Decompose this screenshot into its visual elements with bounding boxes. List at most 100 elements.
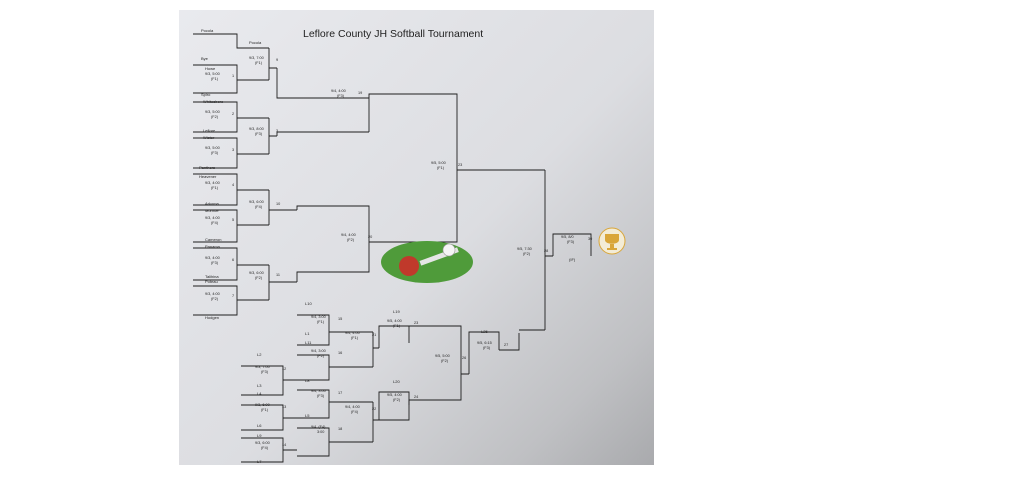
game-number: 5: [232, 218, 235, 222]
game-number: 13: [282, 405, 287, 409]
tournament-title: Leflore County JH Softball Tournament: [303, 28, 484, 40]
game-number: 18: [338, 427, 343, 431]
game-number: 7: [232, 294, 235, 298]
game-time: 9/5, 8/0: [561, 235, 574, 239]
bracket-lines: [193, 33, 592, 463]
loser-label: L11: [305, 340, 312, 345]
game-field: (F1): [351, 336, 358, 340]
game-number: 1: [232, 74, 235, 78]
game-field: (F3): [337, 94, 344, 98]
team-name: Whitesboro: [203, 99, 224, 104]
game-field: (F4): [261, 446, 268, 450]
if-game-label: (IF): [569, 257, 576, 262]
loser-label: L7: [257, 459, 262, 464]
game-field: (F1): [317, 320, 324, 324]
team-name: Poteau: [205, 279, 218, 284]
game-time: 9/3, 4:00: [205, 292, 220, 296]
game-number: 22: [372, 407, 377, 411]
softball-field-graphic: [381, 241, 473, 283]
game-field: (F3): [211, 261, 218, 265]
game-field: (F3): [317, 394, 324, 398]
game-field: (F2): [317, 354, 324, 358]
game-time: 9/3, 6:00: [249, 200, 264, 204]
team-name: Heavener: [199, 174, 217, 179]
bracket-photo: Leflore County JH Softball Tournament Po…: [179, 10, 654, 465]
team-name: Wister: [203, 135, 215, 140]
game-number: 26: [462, 356, 467, 360]
loser-label: L8: [305, 378, 310, 383]
game-field: (F3): [483, 346, 490, 350]
game-time: 9/3, 7:00: [249, 56, 264, 60]
game-field: (F4): [211, 221, 218, 225]
game-time: 9/5, 5:00: [435, 354, 450, 358]
game-time: 9/3, 8:00: [249, 127, 264, 131]
team-name: Bye: [201, 56, 208, 61]
game-number: 21: [372, 333, 377, 337]
game-field: (F2): [441, 359, 448, 363]
game-time: 9/4, 4:00: [345, 405, 360, 409]
game-field: (F2): [211, 115, 218, 119]
game-time: 9/3, 4:00: [205, 256, 220, 260]
game-field: (F1): [211, 77, 218, 81]
game-time: 9/3, 5:00: [205, 110, 220, 114]
game-time: 9/5, 4:00: [387, 393, 402, 397]
team-name: Hodgen: [205, 315, 220, 320]
game-field: (F2): [347, 238, 354, 242]
game-field: (F4): [351, 410, 358, 414]
game-time: 9/3, 5:00: [205, 146, 220, 150]
team-name: Leflore: [203, 128, 216, 133]
game-number: 23: [414, 321, 419, 325]
loser-label: L1: [305, 331, 310, 336]
game-number: 9: [276, 58, 279, 62]
game-number: 11: [276, 273, 280, 277]
loser-label: L5: [305, 413, 310, 418]
game-number: 14: [282, 443, 287, 447]
game-number: 10: [276, 202, 281, 206]
trophy-icon: [598, 227, 626, 255]
game-time: 9/3, 4:00: [205, 181, 220, 185]
team-name: Cameron: [205, 237, 222, 242]
team-name: Panama: [205, 244, 220, 249]
game-number: 2: [232, 112, 235, 116]
game-field: (F3): [567, 240, 574, 244]
game-field: (F3): [211, 151, 218, 155]
game-field: (F2): [523, 252, 530, 256]
game-number: 19: [358, 91, 363, 95]
loser-label: L6: [257, 423, 262, 428]
game-time: 9/4, 4:00: [341, 233, 356, 237]
loser-label: L25: [481, 329, 488, 334]
loser-label: L3: [257, 383, 262, 388]
game-time: 9/4, 3:00: [311, 349, 326, 353]
game-time: 9/3, 4:00: [205, 216, 220, 220]
game-number: 27: [504, 343, 509, 347]
game-field: (F1): [393, 324, 400, 328]
game-field: (F1): [437, 166, 444, 170]
game-time: 9/5, 4:00: [387, 319, 402, 323]
game-number: 6: [232, 258, 235, 262]
loser-label: L2: [257, 352, 262, 357]
game-time: 9/5, 6:15: [477, 341, 492, 345]
team-name: Spiro: [201, 92, 211, 97]
team-name: Arkoma: [205, 201, 219, 206]
game-number: 12: [282, 367, 287, 371]
game-time: 9/3, 7:00: [255, 365, 270, 369]
game-number: 23: [458, 163, 463, 167]
game-field: (F3): [255, 132, 262, 136]
team-name: Monroe: [205, 208, 219, 213]
game-time: 9/4, 3:00: [311, 315, 326, 319]
game-field: (F2): [211, 297, 218, 301]
game-field: (F1): [211, 186, 218, 190]
team-name: Talihina: [205, 274, 219, 279]
game-time: 9/5, 5:00: [431, 161, 446, 165]
game-time: 9/4, 4:00: [331, 89, 346, 93]
game-field: (F4): [255, 205, 262, 209]
game-field: (F2): [393, 398, 400, 402]
loser-label: L9: [257, 433, 262, 438]
game-time: 9/3, 6:00: [255, 441, 270, 445]
advance-team: Pocola: [249, 40, 262, 45]
game-time: 9/4, (F4): [311, 425, 326, 429]
game-time: 9/3, 6:00: [255, 403, 270, 407]
game-time: 9/4, 4:00: [345, 331, 360, 335]
loser-label: L4: [257, 391, 262, 396]
team-name: Howe: [205, 66, 216, 71]
